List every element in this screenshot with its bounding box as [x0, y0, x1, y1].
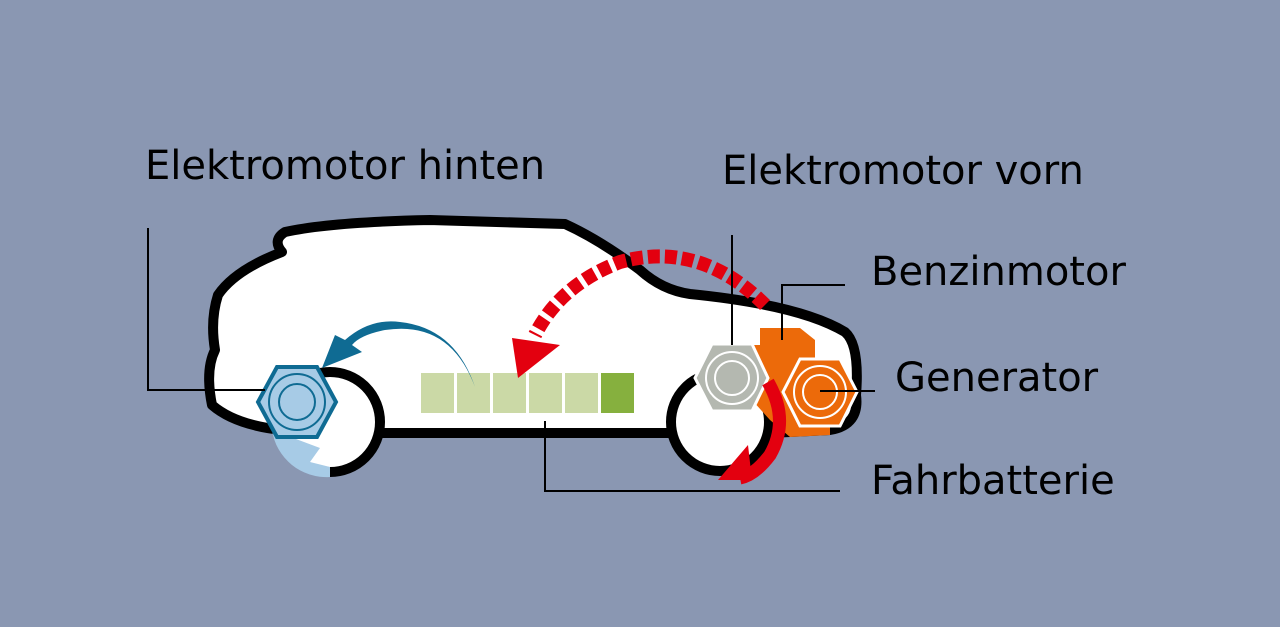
- battery-pack: [421, 373, 634, 413]
- label-battery: Fahrbatterie: [871, 458, 1115, 504]
- leader-battery: [544, 421, 840, 492]
- label-generator: Generator: [895, 355, 1099, 401]
- leader-rear-motor: [147, 228, 265, 391]
- front-motor-icon: [693, 342, 770, 413]
- label-front-motor: Elektromotor vorn: [722, 148, 1084, 194]
- battery-cell-active: [601, 373, 634, 413]
- battery-cell: [457, 373, 490, 413]
- flow-arrow-red-dashed: [528, 249, 770, 339]
- rear-motor-icon: [255, 365, 339, 439]
- flow-arrow-blue: [322, 321, 475, 387]
- battery-cell: [421, 373, 454, 413]
- rear-wheel-energy-arc: [272, 430, 330, 478]
- label-rear-motor: Elektromotor hinten: [145, 143, 546, 189]
- flow-arrowhead-red-wheel: [718, 445, 752, 480]
- battery-cell: [565, 373, 598, 413]
- label-petrol-engine: Benzinmotor: [871, 249, 1126, 295]
- battery-cell: [529, 373, 562, 413]
- leader-petrol-engine: [781, 284, 845, 340]
- flow-arrowhead-red: [512, 338, 560, 378]
- generator-icon: [781, 357, 859, 428]
- leader-lines: [147, 228, 875, 492]
- battery-cell: [493, 373, 526, 413]
